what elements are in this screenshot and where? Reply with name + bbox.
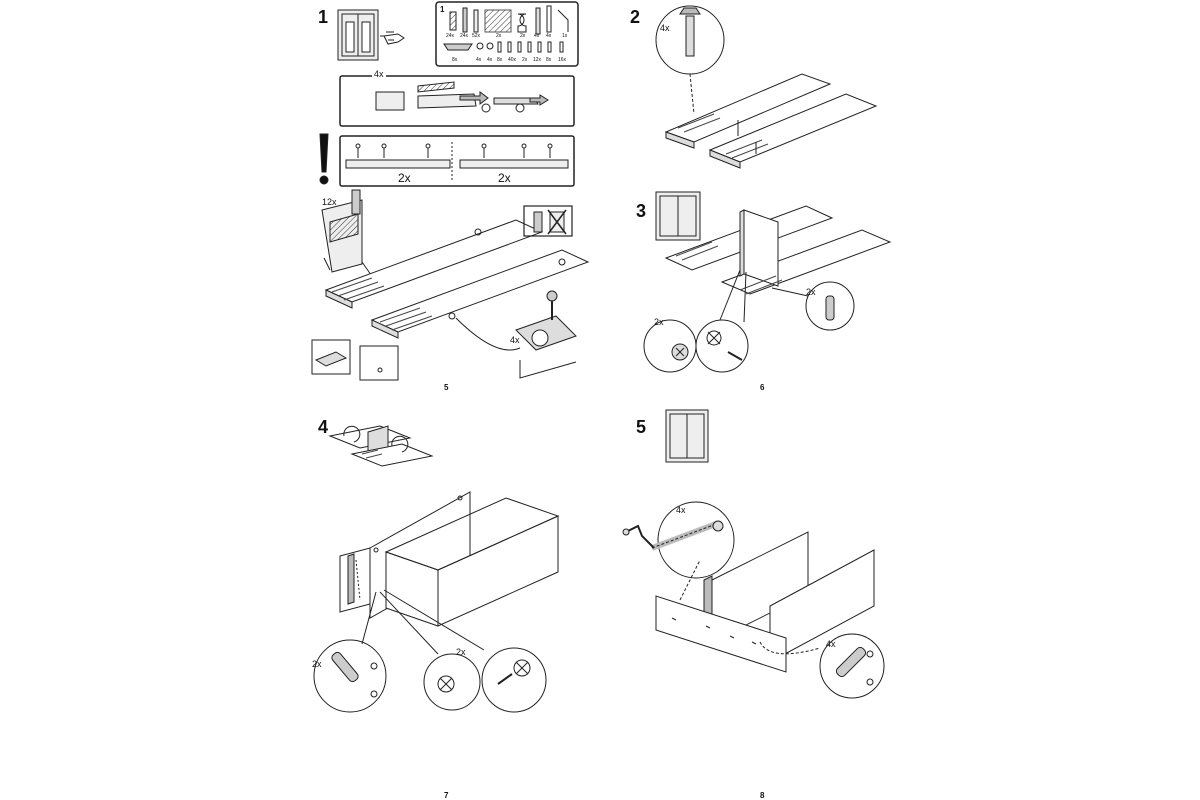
drawer-slide-qty: 4x xyxy=(372,69,386,79)
hardware-panel xyxy=(435,1,579,67)
page-number-5: 5 xyxy=(444,383,449,392)
step-number-4: 4 xyxy=(318,417,329,437)
cam-lock-qty: 2x xyxy=(654,317,664,327)
dowel-cam-callouts-step4 xyxy=(313,589,547,713)
no-drill-icon xyxy=(547,209,567,235)
step-number-3: 3 xyxy=(636,201,647,221)
hw-bottom-qty: 16x xyxy=(558,57,567,63)
hardware-panel-number: 1 xyxy=(440,5,445,14)
drawer-slide-detail xyxy=(339,75,575,127)
hw-bottom-qty: 12x xyxy=(533,57,542,63)
step-number-2: 2 xyxy=(630,7,641,27)
hw-top-qty: 24x xyxy=(446,33,455,39)
cam-lock-callouts xyxy=(643,269,855,373)
page-number-8: 8 xyxy=(760,791,765,800)
dowel-qty-step3: 2x xyxy=(806,287,816,297)
step-number-1: 1 xyxy=(318,7,329,27)
shelf-unit-icon xyxy=(337,9,379,61)
rail-orientation-panel xyxy=(339,135,575,187)
rail-left-qty: 2x xyxy=(398,171,411,185)
hw-top-qty: 24x xyxy=(460,33,469,39)
hw-bottom-qty: 2x xyxy=(522,57,528,63)
hw-bottom-qty: 8x xyxy=(452,57,458,63)
rotate-panel-icon xyxy=(328,425,434,467)
hw-top-qty: 4x xyxy=(546,33,552,39)
cam-qty-step4: 2x xyxy=(456,647,466,657)
hw-bottom-qty: 8x xyxy=(546,57,552,63)
hinge-detail-callout xyxy=(455,290,577,379)
hw-top-qty: 4x xyxy=(534,33,540,39)
long-panels-step2 xyxy=(664,73,878,169)
screw-qty-step5: 4x xyxy=(676,505,686,515)
page-number-7: 7 xyxy=(444,791,449,800)
shelf-unit-icon-step5 xyxy=(665,409,709,463)
hw-top-qty: 52x xyxy=(472,33,481,39)
hw-bottom-qty: 8x xyxy=(497,57,503,63)
cabinet-assembly-step4 xyxy=(339,491,560,627)
cabinet-assembly-step5 xyxy=(655,531,875,673)
edge-detail-boxes xyxy=(311,339,399,381)
dowel-qty: 12x xyxy=(322,197,337,207)
rail-right-qty: 2x xyxy=(498,171,511,185)
hw-bottom-qty: 4x xyxy=(476,57,482,63)
hw-bottom-qty: 4x xyxy=(487,57,493,63)
hinge-qty: 4x xyxy=(510,335,520,345)
hw-bottom-qty: 40x xyxy=(508,57,517,63)
screwdriver-icon xyxy=(523,205,573,237)
step-number-5: 5 xyxy=(636,417,647,437)
hw-top-qty: 2x xyxy=(496,33,502,39)
hw-top-qty: 1x xyxy=(562,33,568,39)
cam-screw-qty: 4x xyxy=(660,23,670,33)
screw-crank-callout xyxy=(622,501,735,579)
hand-pointer-icon xyxy=(380,31,405,45)
hw-top-qty: 2x xyxy=(520,33,526,39)
dowel-callout-step5 xyxy=(819,633,885,699)
shelf-unit-icon-step3 xyxy=(655,191,701,241)
warning-icon xyxy=(319,133,329,185)
dowel-qty-step4: 2x xyxy=(312,659,322,669)
dowel-insert-callout xyxy=(321,189,377,283)
page-number-6: 6 xyxy=(760,383,765,392)
dowel-qty-step5: 4x xyxy=(826,639,836,649)
panel-assembly-step3 xyxy=(664,205,892,295)
cam-screw-callout xyxy=(655,5,725,115)
